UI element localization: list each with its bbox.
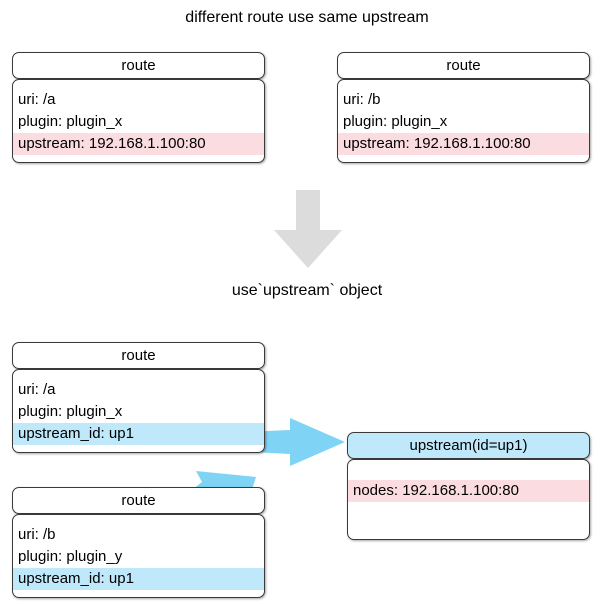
top-route-b-row-upstream: upstream: 192.168.1.100:80 (338, 133, 589, 155)
bottom-route-b-card: route uri: /b plugin: plugin_y upstream_… (12, 487, 265, 598)
top-section-title: different route use same upstream (185, 9, 429, 26)
top-route-a-row-uri: uri: /a (18, 91, 56, 108)
grey-down-arrow-icon (274, 190, 342, 268)
bottom-route-a-card: route uri: /a plugin: plugin_x upstream_… (12, 342, 265, 453)
upstream-object-card: upstream(id=up1) nodes: 192.168.1.100:80 (347, 432, 590, 540)
bottom-route-b-body: uri: /b plugin: plugin_y upstream_id: up… (12, 514, 265, 598)
top-route-a-card: route uri: /a plugin: plugin_x upstream:… (12, 52, 265, 163)
spacer (348, 460, 589, 469)
top-route-b-body: uri: /b plugin: plugin_x upstream: 192.1… (337, 79, 590, 163)
bottom-route-b-header: route (12, 487, 265, 514)
top-route-a-row-upstream: upstream: 192.168.1.100:80 (13, 133, 264, 155)
spacer (13, 80, 264, 89)
bottom-route-b-row-plugin: plugin: plugin_y (18, 548, 123, 565)
spacer (348, 469, 589, 480)
spacer (338, 80, 589, 89)
top-route-a-header: route (12, 52, 265, 79)
spacer (13, 515, 264, 524)
bottom-route-a-body: uri: /a plugin: plugin_x upstream_id: up… (12, 369, 265, 453)
top-route-b-header: route (337, 52, 590, 79)
top-route-a-body: uri: /a plugin: plugin_x upstream: 192.1… (12, 79, 265, 163)
top-route-b-card: route uri: /b plugin: plugin_x upstream:… (337, 52, 590, 163)
spacer (13, 370, 264, 379)
top-route-b-row-plugin: plugin: plugin_x (343, 113, 448, 130)
bottom-route-a-header: route (12, 342, 265, 369)
top-route-a-row-plugin: plugin: plugin_x (18, 113, 123, 130)
bottom-route-a-row-upstream-id: upstream_id: up1 (13, 423, 264, 445)
upstream-object-row-nodes: nodes: 192.168.1.100:80 (348, 480, 589, 502)
bottom-route-b-row-uri: uri: /b (18, 526, 56, 543)
bottom-route-a-row-uri: uri: /a (18, 381, 56, 398)
upstream-object-body: nodes: 192.168.1.100:80 (347, 459, 590, 540)
upstream-object-header: upstream(id=up1) (347, 432, 590, 459)
top-route-b-row-uri: uri: /b (343, 91, 381, 108)
bottom-route-b-row-upstream-id: upstream_id: up1 (13, 568, 264, 590)
bottom-route-a-row-plugin: plugin: plugin_x (18, 403, 123, 420)
bottom-section-title: use`upstream` object (231, 282, 383, 299)
